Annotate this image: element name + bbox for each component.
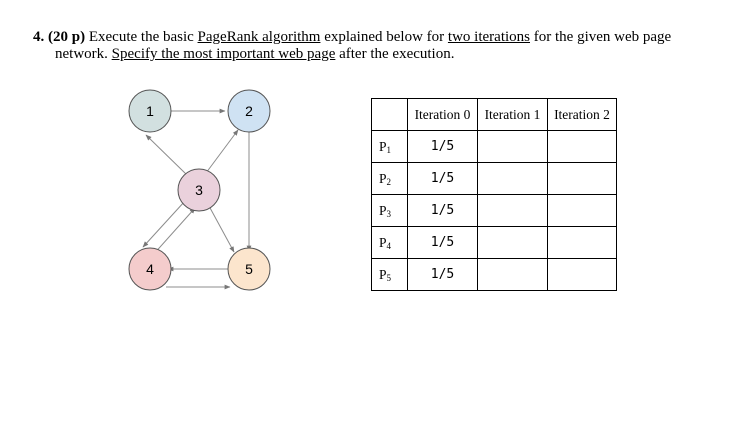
row-label-p1: P1 — [371, 130, 408, 163]
node-label: 4 — [146, 261, 154, 277]
edge-3-to-5 — [208, 205, 235, 253]
cell-p1-iter0: 1/5 — [407, 130, 478, 163]
page-letter: P — [379, 234, 387, 250]
cell-p4-iter0: 1/5 — [407, 226, 478, 259]
page-subscript: 3 — [386, 208, 392, 219]
page-subscript: 5 — [386, 272, 392, 283]
page-letter: P — [379, 138, 387, 154]
cell-p5-iter0: 1/5 — [407, 258, 478, 291]
row-label-p5: P5 — [371, 258, 408, 291]
node-3: 3 — [177, 168, 221, 212]
edge-3-to-2 — [205, 129, 239, 174]
row-label-p2: P2 — [371, 162, 408, 195]
row-label-p3: P3 — [371, 194, 408, 227]
cell-p4-iter1 — [477, 226, 548, 259]
node-2: 2 — [227, 89, 271, 133]
cell-p3-iter1 — [477, 194, 548, 227]
edge-3-to-4 — [142, 200, 186, 248]
two-iterations-link: two iterations — [447, 29, 530, 45]
node-label: 1 — [146, 103, 154, 119]
edge-3-to-1 — [145, 134, 188, 176]
cell-p3-iter2 — [547, 194, 617, 227]
pagerank-link: PageRank algorithm — [197, 29, 321, 45]
question-text-part1: Execute the basic — [85, 29, 198, 45]
question-number: 4. — [33, 29, 45, 45]
page-subscript: 2 — [386, 176, 392, 187]
question-text-part5: after the execution. — [335, 46, 455, 62]
node-label: 2 — [245, 103, 253, 119]
cell-p5-iter2 — [547, 258, 617, 291]
node-label: 3 — [195, 182, 203, 198]
question-text-part3: for the given web page — [530, 29, 672, 45]
cell-p1-iter1 — [477, 130, 548, 163]
question-text-part4: network. — [55, 46, 112, 62]
node-4: 4 — [128, 247, 172, 291]
node-label: 5 — [245, 261, 253, 277]
node-circle — [227, 89, 271, 133]
page-letter: P — [379, 202, 387, 218]
header-iteration-1: Iteration 1 — [477, 98, 548, 131]
cell-p4-iter2 — [547, 226, 617, 259]
most-important-page-link: Specify the most important web page — [111, 46, 336, 62]
question-text: 4. (20 p) Execute the basic PageRank alg… — [33, 29, 723, 63]
cell-p2-iter2 — [547, 162, 617, 195]
cell-p2-iter0: 1/5 — [407, 162, 478, 195]
cell-p2-iter1 — [477, 162, 548, 195]
table-header-row: Iteration 0 Iteration 1 Iteration 2 — [371, 98, 617, 131]
row-label-p4: P4 — [371, 226, 408, 259]
header-iteration-2: Iteration 2 — [547, 98, 617, 131]
page-subscript: 4 — [386, 240, 392, 251]
page-subscript: 1 — [386, 144, 392, 155]
question-text-part2: explained below for — [320, 29, 448, 45]
cell-p1-iter2 — [547, 130, 617, 163]
cell-p3-iter0: 1/5 — [407, 194, 478, 227]
node-1: 1 — [128, 89, 172, 133]
question-points: (20 p) — [48, 29, 86, 45]
edge-4-to-3 — [151, 207, 196, 257]
page-letter: P — [379, 170, 387, 186]
page-letter: P — [379, 266, 387, 282]
web-graph-diagram: 1 2 3 4 5 — [128, 89, 271, 291]
node-circle — [227, 247, 271, 291]
node-circle — [177, 168, 221, 212]
node-5: 5 — [227, 247, 271, 291]
node-circle — [128, 89, 172, 133]
header-iteration-0: Iteration 0 — [407, 98, 478, 131]
table-corner-cell — [371, 98, 408, 131]
question-line-2: network. Specify the most important web … — [33, 46, 723, 63]
question-line-1: 4. (20 p) Execute the basic PageRank alg… — [33, 29, 723, 46]
node-circle — [128, 247, 172, 291]
cell-p5-iter1 — [477, 258, 548, 291]
